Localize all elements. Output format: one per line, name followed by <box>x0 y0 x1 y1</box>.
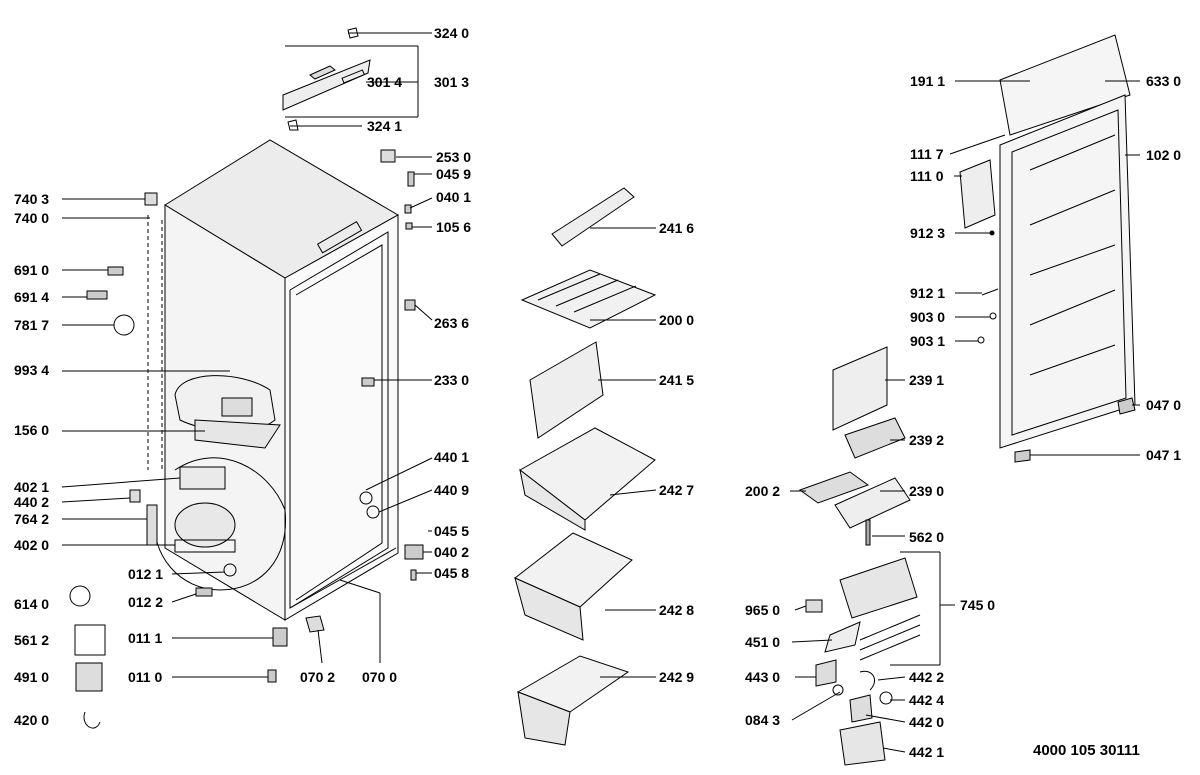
part-label: 402 0 <box>14 537 50 553</box>
part-label: 691 0 <box>14 262 50 278</box>
part-label: 070 0 <box>362 669 398 685</box>
part-label: 102 0 <box>1146 147 1182 163</box>
part-label: 781 7 <box>14 317 50 333</box>
part-label: 040 1 <box>436 189 472 205</box>
evaporator-tray <box>174 375 281 449</box>
part-label: 011 0 <box>128 669 163 685</box>
part-label: 420 0 <box>14 712 50 728</box>
part-label: 045 9 <box>436 166 472 182</box>
part-label: 740 0 <box>14 210 50 226</box>
part-label: 691 4 <box>14 289 50 305</box>
top-trim <box>282 27 432 131</box>
document-code: 4000 105 30111 <box>1033 742 1140 759</box>
part-label: 993 4 <box>14 362 50 378</box>
part-label: 443 0 <box>745 669 781 685</box>
part-label: 011 1 <box>128 630 163 646</box>
part-label: 200 0 <box>659 312 695 328</box>
part-label: 764 2 <box>14 511 50 527</box>
cabinet-hardware <box>69 149 424 729</box>
control-panel <box>798 346 911 546</box>
part-label: 442 4 <box>909 692 945 708</box>
part-label: 451 0 <box>745 634 781 650</box>
part-label: 562 0 <box>909 529 945 545</box>
part-label: 263 6 <box>434 315 470 331</box>
part-label: 242 8 <box>659 602 695 618</box>
part-label: 402 1 <box>14 479 50 495</box>
part-label: 442 1 <box>909 744 945 760</box>
part-label: 012 2 <box>128 594 164 610</box>
part-label: 242 9 <box>659 669 695 685</box>
part-label: 965 0 <box>745 602 781 618</box>
part-label: 111 7 <box>910 146 944 162</box>
part-label: 442 2 <box>909 669 945 685</box>
part-label: 442 0 <box>909 714 945 730</box>
evaporator-assembly <box>805 551 941 766</box>
door-assembly <box>959 34 1136 463</box>
part-label: 903 1 <box>910 333 946 349</box>
door-shelf <box>551 187 635 247</box>
drawer-small <box>519 427 656 531</box>
part-label: 200 2 <box>745 483 781 499</box>
part-label: 745 0 <box>960 597 996 613</box>
part-label: 084 3 <box>745 712 781 728</box>
part-label: 633 0 <box>1146 73 1182 89</box>
drawer-large <box>514 532 633 641</box>
cabinet-liner <box>147 215 163 470</box>
part-label: 740 3 <box>14 191 50 207</box>
part-label: 239 2 <box>909 432 945 448</box>
part-label: 491 0 <box>14 669 50 685</box>
part-label: 440 1 <box>434 449 470 465</box>
part-label: 156 0 <box>14 422 50 438</box>
part-label: 301 4 <box>367 74 403 90</box>
part-label: 233 0 <box>434 372 470 388</box>
part-label: 912 3 <box>910 225 946 241</box>
part-label: 614 0 <box>14 596 50 612</box>
part-label: 012 1 <box>128 566 164 582</box>
part-label: 241 6 <box>659 220 695 236</box>
part-label: 903 0 <box>910 309 946 325</box>
part-label: 070 2 <box>300 669 336 685</box>
part-label: 040 2 <box>434 544 470 560</box>
part-label: 239 1 <box>909 372 945 388</box>
part-label: 105 6 <box>436 219 472 235</box>
part-label: 242 7 <box>659 482 695 498</box>
compressor-assembly <box>153 457 287 591</box>
part-label: 561 2 <box>14 632 50 648</box>
part-label: 047 1 <box>1146 447 1182 463</box>
part-label: 324 0 <box>434 25 470 41</box>
part-label: 912 1 <box>910 285 946 301</box>
part-label: 241 5 <box>659 372 695 388</box>
part-label: 045 8 <box>434 565 470 581</box>
part-label: 301 3 <box>434 74 470 90</box>
drawer-flap <box>529 341 604 439</box>
part-label: 440 9 <box>434 482 470 498</box>
drawer-bottom <box>516 655 630 746</box>
part-label: 111 0 <box>910 168 944 184</box>
leader-lines <box>61 80 1140 753</box>
wire-shelf <box>520 269 657 329</box>
part-label: 253 0 <box>436 149 472 165</box>
part-label: 045 5 <box>434 523 470 539</box>
part-label: 440 2 <box>14 494 50 510</box>
part-label: 047 0 <box>1146 397 1182 413</box>
part-label: 324 1 <box>367 118 403 134</box>
part-label: 191 1 <box>910 73 946 89</box>
part-label: 239 0 <box>909 483 945 499</box>
